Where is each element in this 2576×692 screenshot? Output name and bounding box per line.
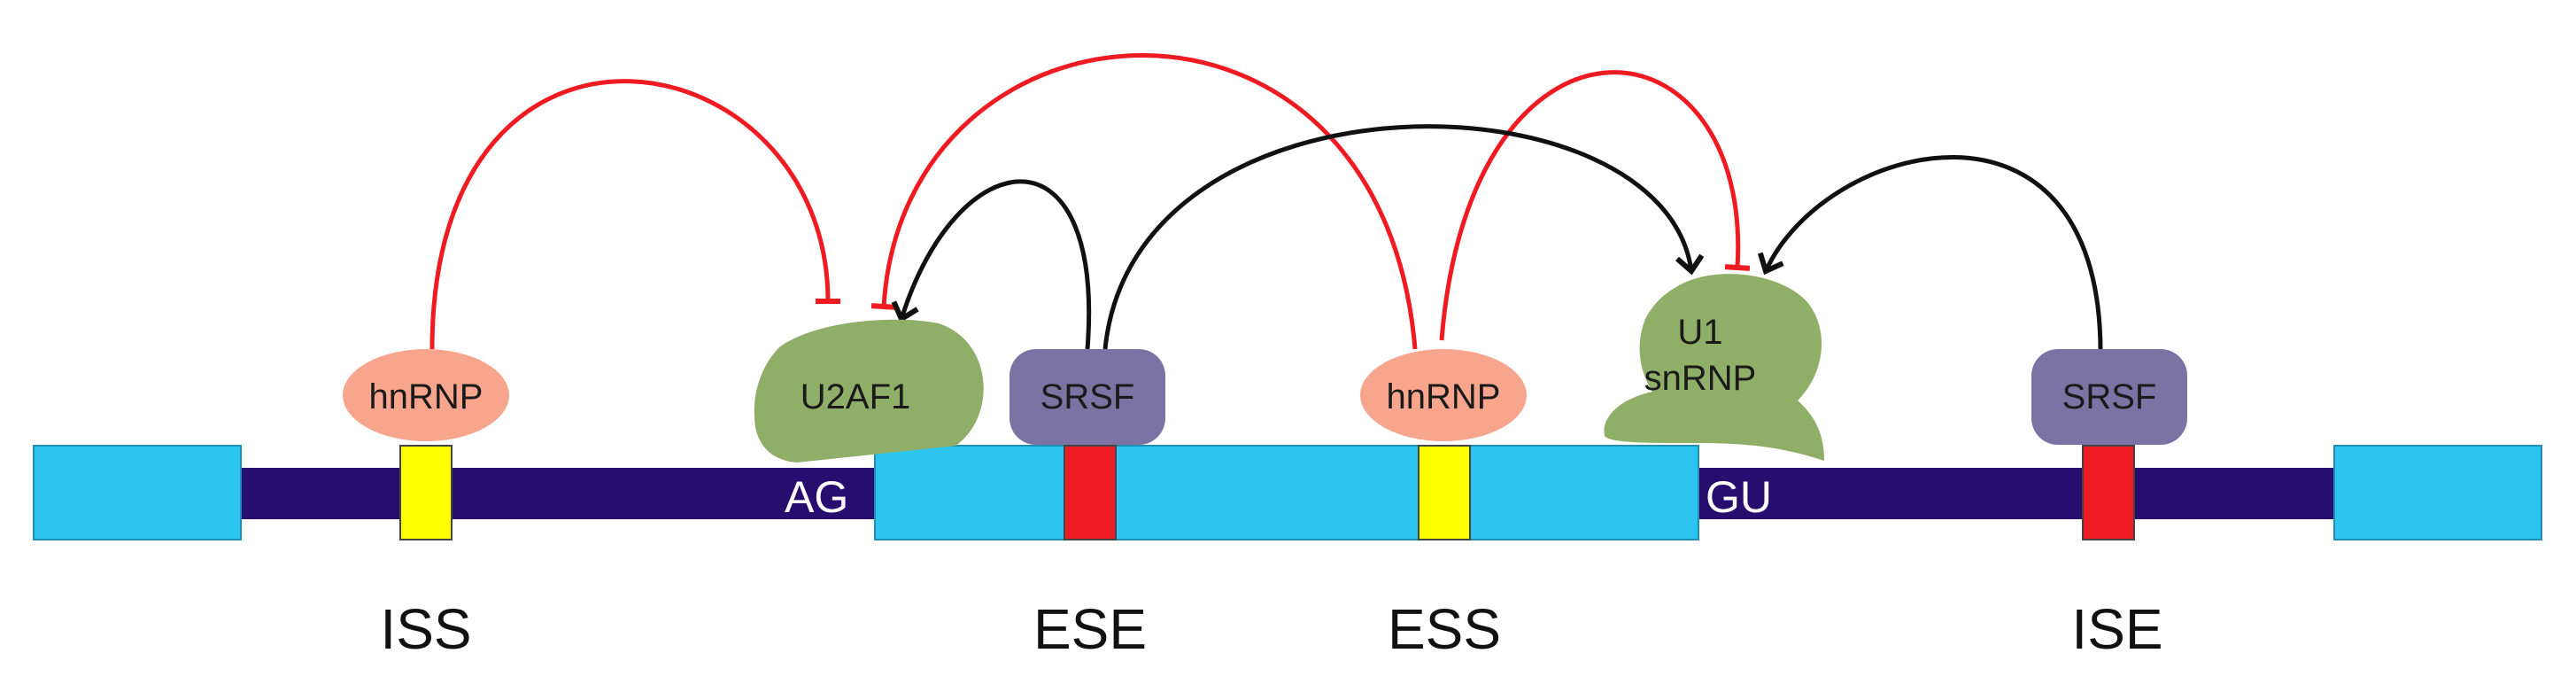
u1-snrnp-protein xyxy=(1604,274,1824,461)
u2af1-label: U2AF1 xyxy=(801,377,911,416)
central-exon xyxy=(874,445,1699,540)
ese-element xyxy=(1064,445,1117,540)
inhibit-arc-ess-to-u1 xyxy=(1439,70,1751,341)
donor-site-label: GU xyxy=(1706,472,1772,522)
hnrnp-intronic-protein xyxy=(343,349,509,441)
u2af1-protein xyxy=(754,319,984,463)
ese-label: ESE xyxy=(1033,597,1147,661)
u1-label-line2: snRNP xyxy=(1644,359,1757,398)
srsf-intronic-label: SRSF xyxy=(2062,377,2157,416)
inhibit-arc-iss-to-u2af1 xyxy=(429,79,841,350)
iss-label: ISS xyxy=(380,597,471,661)
upstream-exon xyxy=(33,445,242,540)
ise-label: ISE xyxy=(2071,597,2162,661)
ise-element xyxy=(2082,445,2135,540)
activate-arc-srsf-to-u2af1 xyxy=(891,179,1091,350)
srsf-exonic-protein xyxy=(1010,349,1165,445)
ess-element xyxy=(1418,445,1471,540)
activate-arc-srsf-to-u1 xyxy=(1102,124,1705,350)
downstream-exon xyxy=(2333,445,2542,540)
acceptor-site-label: AG xyxy=(785,472,848,522)
ess-label: ESS xyxy=(1388,597,1501,661)
u1-label-line1: U1 xyxy=(1677,313,1722,352)
inhibit-arc-ess-to-u2af1 xyxy=(870,53,1418,350)
iss-element xyxy=(399,445,453,540)
hnrnp-intronic-label: hnRNP xyxy=(369,377,483,416)
hnrnp-exonic-protein xyxy=(1360,349,1527,441)
srsf-exonic-label: SRSF xyxy=(1040,377,1135,416)
activate-arc-ise-srsf-to-u1 xyxy=(1757,155,2103,350)
hnrnp-exonic-label: hnRNP xyxy=(1387,377,1501,416)
srsf-intronic-protein xyxy=(2031,349,2187,445)
